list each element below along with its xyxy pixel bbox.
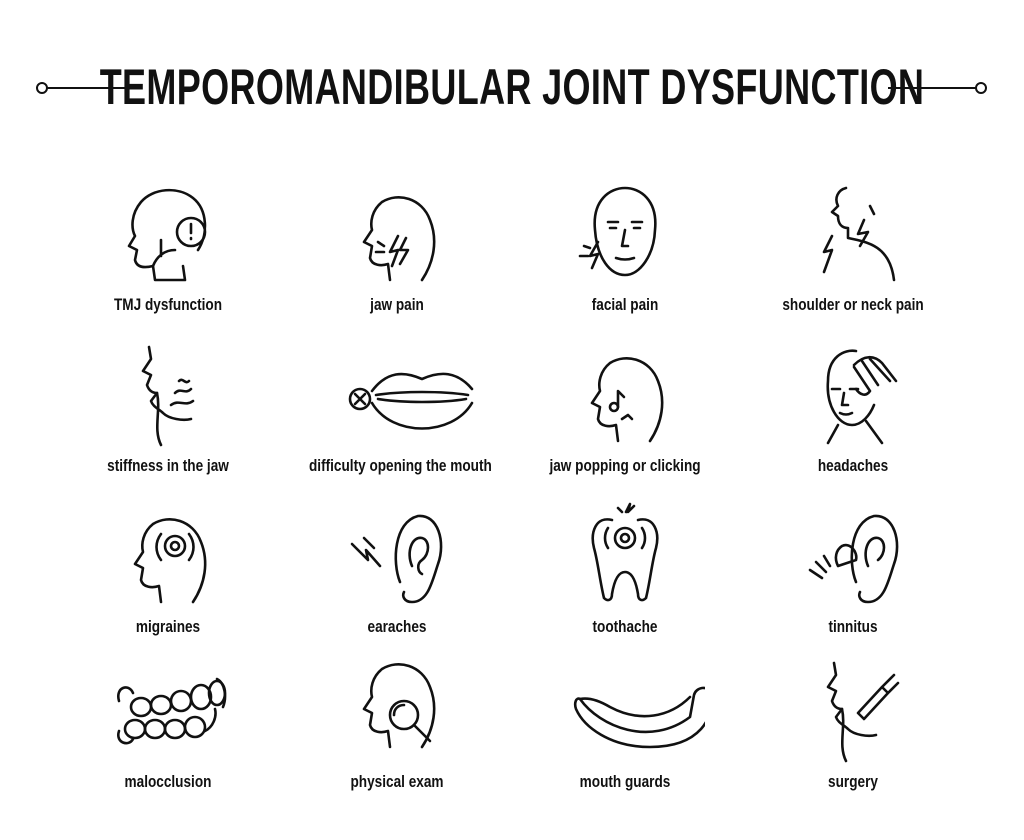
teeth-misaligned-icon	[117, 677, 227, 745]
item-stiffness-jaw: stiffness in the jaw	[58, 341, 278, 491]
mouth-guard-icon	[573, 686, 705, 749]
item-label: TMJ dysfunction	[113, 295, 223, 314]
item-difficulty-opening-mouth: difficulty opening the mouth	[287, 341, 507, 491]
decorative-line-right	[888, 87, 976, 89]
item-label: headaches	[817, 456, 889, 475]
page-title: TEMPOROMANDIBULAR JOINT DYSFUNCTION	[99, 59, 925, 115]
decorative-circle-right	[975, 82, 987, 94]
item-label: toothache	[592, 617, 658, 636]
skull-exclamation-icon	[127, 188, 207, 282]
item-migraines: migraines	[58, 502, 278, 652]
item-tinnitus: tinnitus	[743, 502, 963, 652]
item-label: physical exam	[350, 772, 444, 791]
item-surgery: surgery	[743, 657, 963, 807]
item-facial-pain: facial pain	[515, 180, 735, 330]
face-hand-forehead-icon	[826, 349, 898, 445]
head-magnifier-icon	[362, 663, 436, 749]
mouth-closed-x-icon	[348, 372, 474, 430]
item-jaw-popping: jaw popping or clicking	[515, 341, 735, 491]
item-label: migraines	[135, 617, 201, 636]
decorative-line-left	[46, 87, 136, 89]
item-label: malocclusion	[124, 772, 212, 791]
tooth-pain-icon	[591, 502, 659, 602]
head-music-note-icon	[590, 357, 664, 443]
item-label: jaw popping or clicking	[549, 456, 701, 475]
item-label: jaw pain	[370, 295, 424, 314]
jaw-scalpel-icon	[826, 661, 900, 763]
item-label: shoulder or neck pain	[782, 295, 924, 314]
head-pulse-icon	[133, 518, 207, 604]
ear-lightning-icon	[350, 514, 443, 604]
item-label: surgery	[828, 772, 878, 791]
item-headaches: headaches	[743, 341, 963, 491]
neck-shoulder-lightning-icon	[822, 186, 896, 282]
jaw-stiffness-icon	[141, 345, 195, 447]
ear-sound-icon	[808, 514, 899, 604]
item-label: facial pain	[591, 295, 659, 314]
item-malocclusion: malocclusion	[58, 657, 278, 807]
item-label: mouth guards	[579, 772, 671, 791]
item-label: difficulty opening the mouth	[309, 456, 492, 475]
item-label: stiffness in the jaw	[107, 456, 229, 475]
item-label: earaches	[367, 617, 427, 636]
item-jaw-pain: jaw pain	[287, 180, 507, 330]
head-lightning-jaw-icon	[362, 196, 436, 282]
item-earaches: earaches	[287, 502, 507, 652]
item-shoulder-neck-pain: shoulder or neck pain	[743, 180, 963, 330]
item-physical-exam: physical exam	[287, 657, 507, 807]
item-toothache: toothache	[515, 502, 735, 652]
face-lightning-icon	[578, 186, 657, 277]
item-mouth-guards: mouth guards	[515, 657, 735, 807]
item-tmj-dysfunction: TMJ dysfunction	[58, 180, 278, 330]
item-label: tinnitus	[828, 617, 878, 636]
